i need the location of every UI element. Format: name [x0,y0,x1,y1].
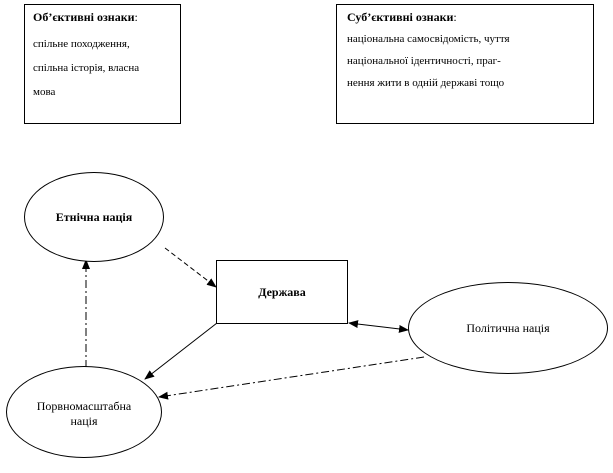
edge-political-to-macro [158,356,425,400]
subjective-line: національна самосвідомість, чуття [347,33,510,45]
political-nation-label: Політична нація [466,320,550,335]
subjective-features-body: національна самосвідомість, чуття націон… [347,28,593,94]
edge-state-to-macro [144,322,218,380]
macro-nation-node: Порвномасштабна нація [6,366,162,458]
ethnic-nation-node: Етнічна нація [24,172,164,262]
state-label: Держава [258,284,306,299]
subjective-line: нення жити в одній державі тощо [347,77,505,89]
edge-ethnic-to-state [164,247,217,288]
macro-nation-label: Порвномасштабна нація [37,395,132,429]
objective-line: мова [33,86,56,98]
state-node: Держава [216,260,348,324]
objective-features-box: Об’єктивні ознаки: спільне походження, с… [24,4,181,124]
subjective-features-title: Суб’єктивні ознаки: [347,10,457,24]
subjective-line: національної ідентичності, праг- [347,55,501,67]
objective-line: спільна історія, власна [33,62,140,74]
objective-features-body: спільне походження, спільна історія, вла… [33,32,180,104]
macro-nation-label-line2: нація [70,414,98,428]
edge-political-state [348,320,409,333]
political-nation-node: Політична нація [408,282,608,374]
ethnic-nation-label: Етнічна нація [55,209,133,224]
objective-features-title: Об’єктивні ознаки: [33,10,138,24]
macro-nation-label-line1: Порвномасштабна [36,399,132,413]
subjective-features-box: Суб’єктивні ознаки: національна самосвід… [336,4,594,124]
objective-line: спільне походження, [33,38,130,50]
